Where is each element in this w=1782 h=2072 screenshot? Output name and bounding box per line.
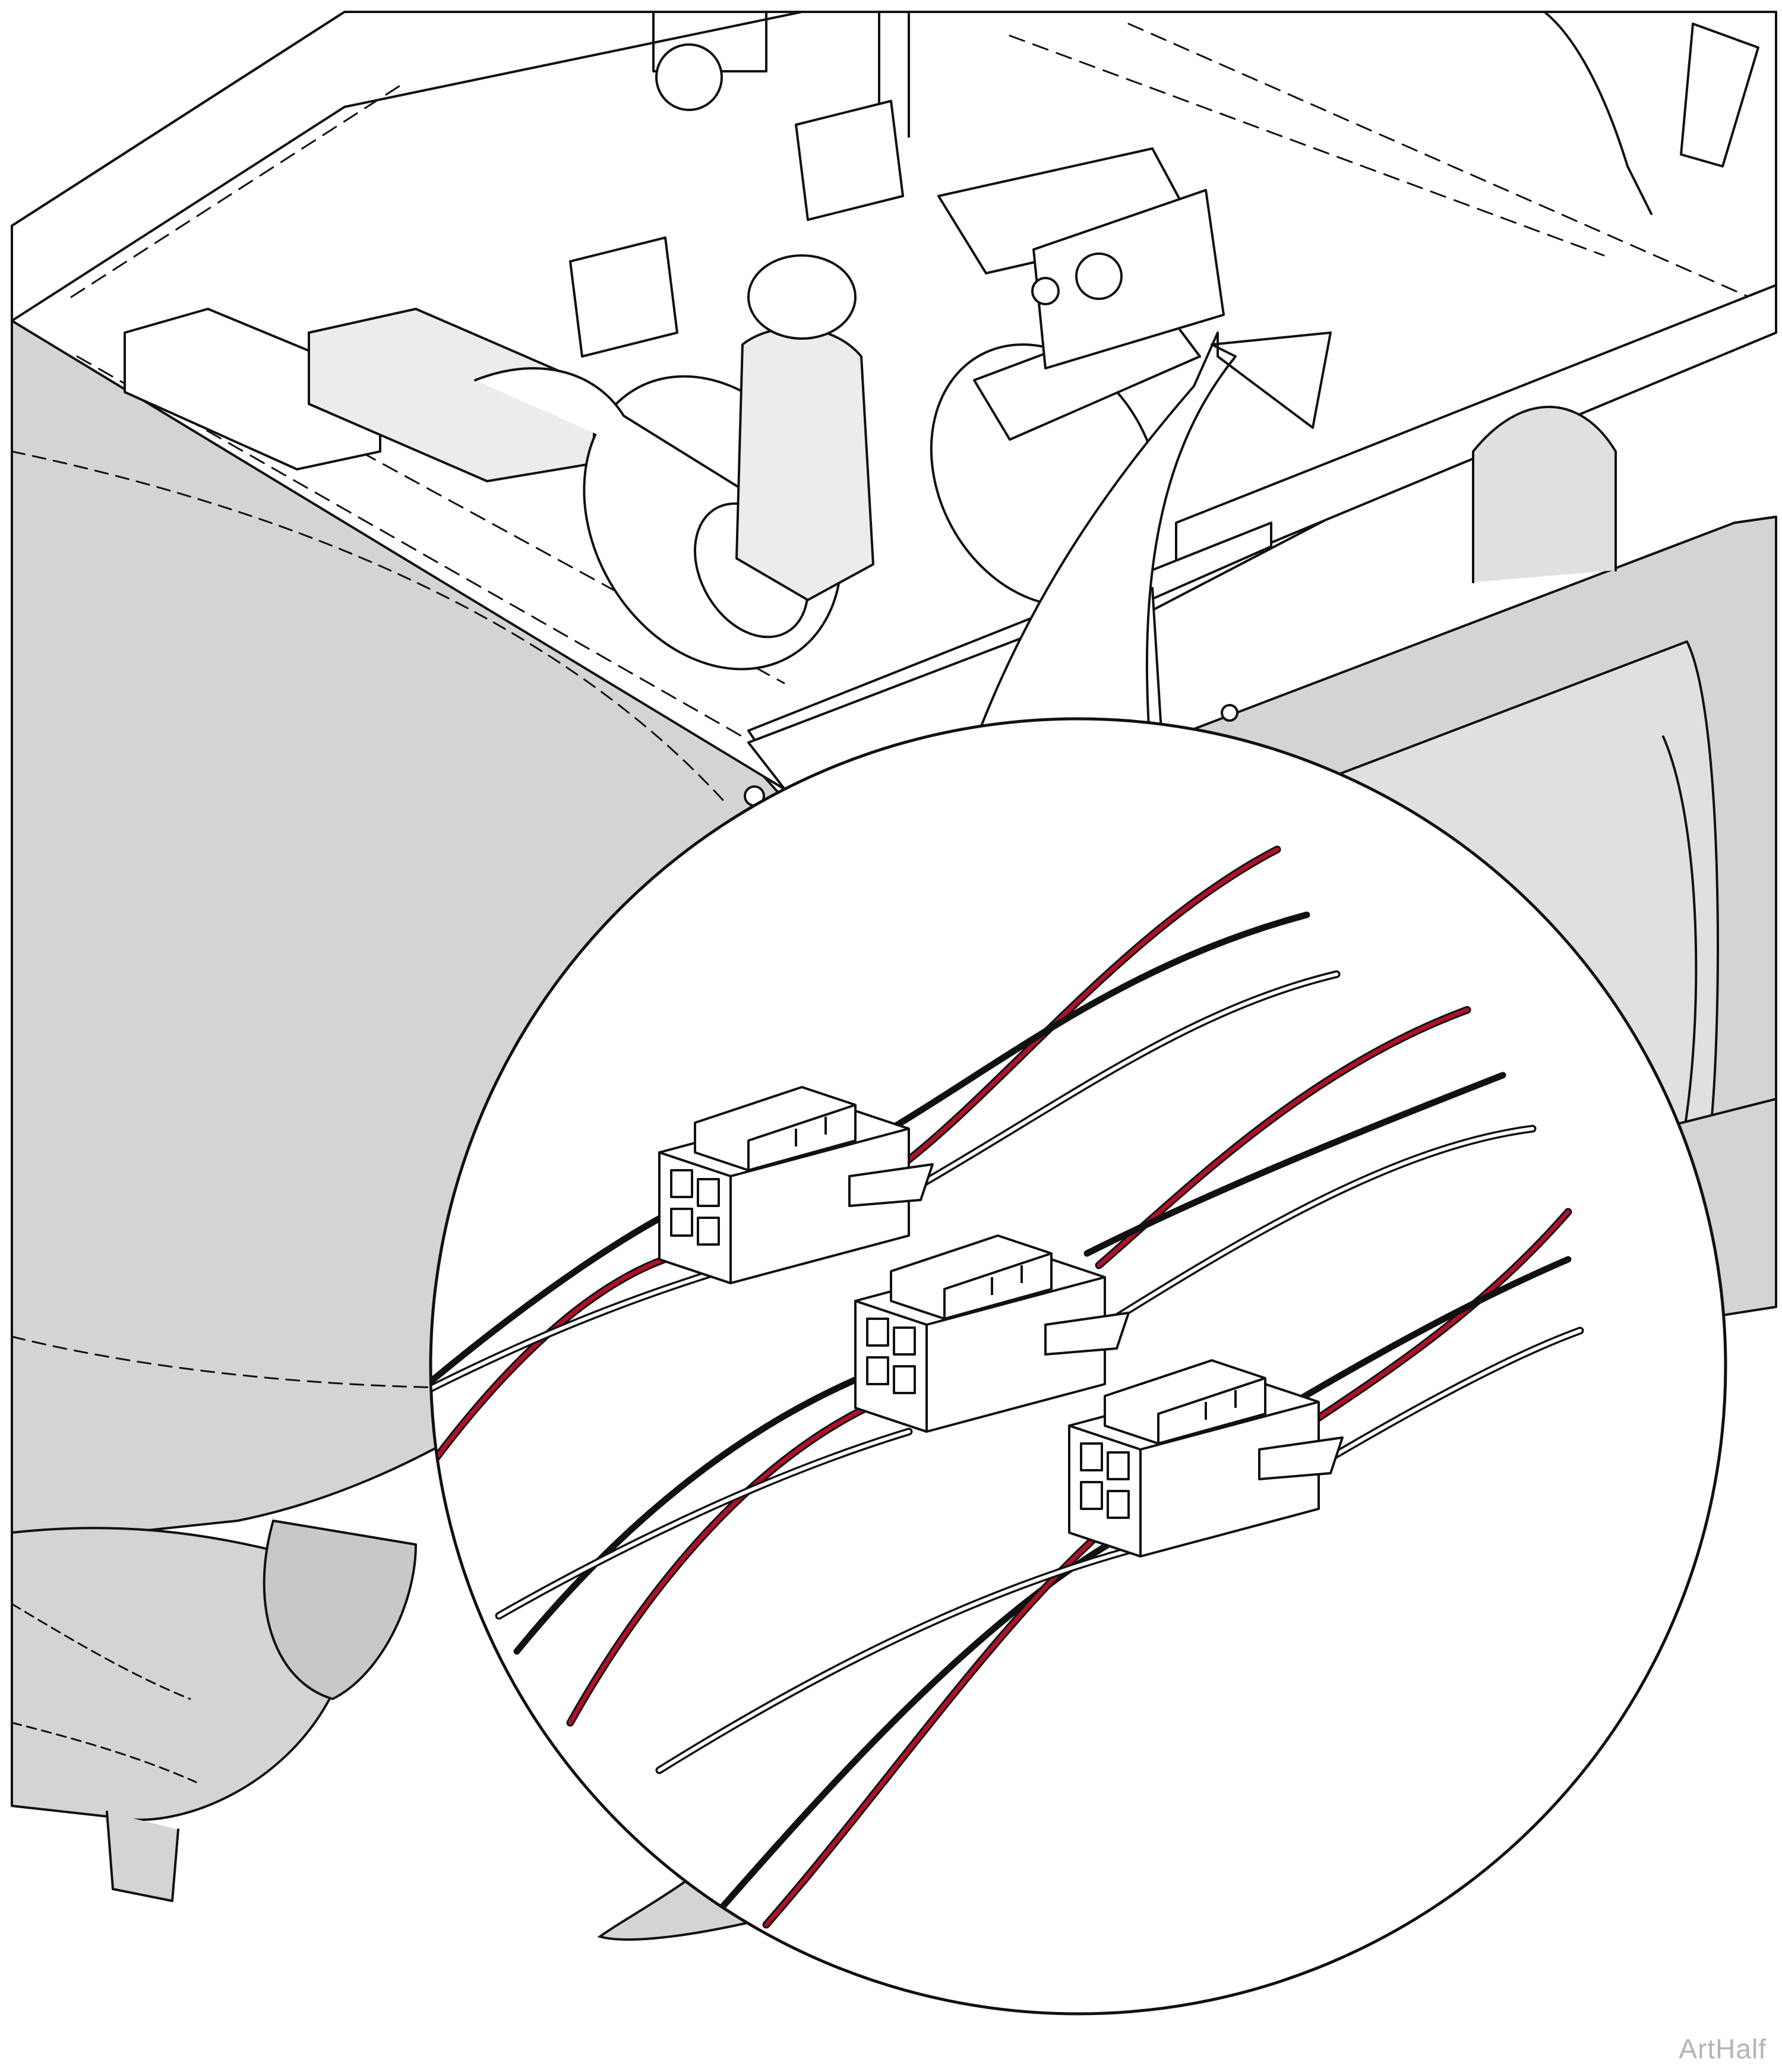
connector-1-cavity xyxy=(670,1169,693,1198)
wire-black-upper-1 xyxy=(887,911,1310,1132)
connector-2-latch xyxy=(890,1234,1053,1320)
wire-harness xyxy=(432,845,1584,1929)
connector-3-cavity xyxy=(1080,1481,1103,1510)
wire-red-upper-1 xyxy=(901,847,1279,1167)
wire-red-c3 xyxy=(764,1506,1131,1927)
wire-white-upper-2 xyxy=(1103,1127,1534,1326)
connector-3-cavity xyxy=(1107,1490,1130,1519)
connector-2-cavity xyxy=(866,1356,889,1385)
connector-3-latch xyxy=(1104,1359,1266,1445)
connector-1-latch xyxy=(694,1086,857,1171)
connector-1-cavity xyxy=(697,1178,720,1207)
connector-1-cavity xyxy=(670,1208,693,1237)
connector-3-cavity xyxy=(1080,1442,1103,1471)
connector-2-tab xyxy=(1044,1312,1130,1356)
wire-white-c3 xyxy=(658,1549,1130,1772)
screw-right xyxy=(1221,704,1238,722)
wire-black-upper-3 xyxy=(1291,1256,1572,1405)
wire-white-c1 xyxy=(432,1269,721,1392)
connector-3-cavity xyxy=(1107,1451,1130,1480)
connector-1-tab xyxy=(848,1163,934,1207)
connector-2-cavity xyxy=(893,1365,916,1394)
connector-2-cavity xyxy=(893,1326,916,1356)
callout-arrow xyxy=(961,331,1332,779)
wire-black-c2 xyxy=(513,1369,877,1655)
watermark: ArtHalf xyxy=(1679,2033,1767,2064)
connector-2-cavity xyxy=(866,1318,889,1347)
wire-white-c2 xyxy=(497,1430,911,1618)
wire-red-c2 xyxy=(568,1388,911,1725)
connector-1-cavity xyxy=(697,1217,720,1246)
wire-red-upper-3 xyxy=(1304,1209,1571,1428)
connector-3-tab xyxy=(1258,1436,1344,1480)
wire-black-upper-2 xyxy=(1083,1072,1506,1257)
connector-group xyxy=(658,1086,1344,1558)
wire-white-upper-3 xyxy=(1323,1329,1582,1463)
connector-1 xyxy=(658,1086,934,1284)
wire-black-c1 xyxy=(432,1202,687,1388)
connector-2 xyxy=(854,1234,1130,1433)
wire-white-upper-1 xyxy=(913,972,1338,1190)
connector-3 xyxy=(1068,1359,1344,1558)
